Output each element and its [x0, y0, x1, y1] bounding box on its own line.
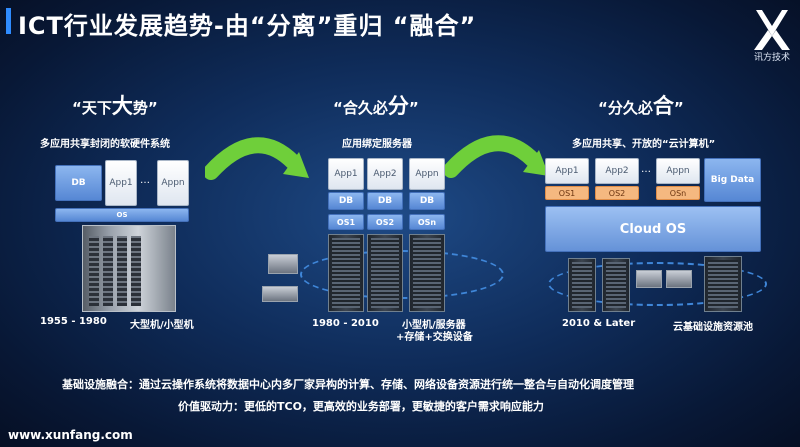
- storage-rack-image: [704, 256, 742, 312]
- ellipsis: …: [140, 175, 150, 186]
- column3-caption: 云基础设施资源池: [673, 322, 753, 333]
- os-box: OS2: [367, 214, 403, 230]
- os-box: OS2: [595, 186, 639, 200]
- db-box: DB: [55, 165, 102, 201]
- os-box: OSn: [656, 186, 700, 200]
- server-rack-image: [328, 234, 364, 312]
- server-rack-image: [568, 258, 596, 312]
- app-box: App1: [328, 158, 364, 190]
- mainframe-image: [82, 225, 176, 312]
- app-box: App2: [367, 158, 403, 190]
- column1-subtitle: 多应用共享封闭的软硬件系统: [40, 139, 170, 150]
- column3-year: 2010 & Later: [562, 318, 636, 329]
- cloud-os-box: Cloud OS: [545, 206, 761, 252]
- os-box: OS1: [545, 186, 589, 200]
- db-box: DB: [367, 192, 403, 210]
- column2-heading: “合久必分”: [333, 94, 419, 118]
- app-box: App2: [595, 158, 639, 184]
- column3-heading: “分久必合”: [598, 94, 684, 118]
- summary-line-1: 基础设施融合：通过云操作系统将数据中心内多厂家异构的计算、存储、网络设备资源进行…: [62, 378, 634, 391]
- app-box: App1: [545, 158, 589, 184]
- column2-caption-line2: +存储+交换设备: [396, 332, 473, 343]
- os-bar: OS: [55, 208, 189, 222]
- os-box: OS1: [328, 214, 364, 230]
- app-box: Appn: [656, 158, 700, 184]
- column1-year: 1955 - 1980: [40, 316, 107, 327]
- server-rack-image: [602, 258, 630, 312]
- column1-caption: 大型机/小型机: [130, 320, 194, 331]
- column2-subtitle: 应用绑定服务器: [342, 139, 412, 150]
- website-url: www.xunfang.com: [8, 428, 133, 442]
- server-device-image: [666, 270, 692, 288]
- server-device-image: [636, 270, 662, 288]
- ellipsis: …: [641, 164, 651, 175]
- column1-heading: “天下大势”: [72, 94, 158, 118]
- server-rack-image: [367, 234, 403, 312]
- column3-subtitle: 多应用共享、开放的“云计算机”: [572, 139, 716, 150]
- title-accent-bar: [6, 8, 11, 34]
- app1-box: App1: [105, 160, 137, 206]
- db-box: DB: [328, 192, 364, 210]
- bigdata-box: Big Data: [704, 158, 761, 202]
- switch-device-image: [262, 286, 298, 302]
- logo-text: 讯方技术: [753, 53, 790, 63]
- column2-caption-line1: 小型机/服务器: [402, 320, 466, 331]
- server-rack-image: [409, 234, 445, 312]
- arrow-icon: [445, 135, 549, 178]
- os-box: OSn: [409, 214, 445, 230]
- app-box: Appn: [409, 158, 445, 190]
- resource-pool-ellipse: [548, 262, 767, 306]
- server-device-image: [268, 254, 298, 274]
- x-logo-icon: [754, 10, 790, 50]
- summary-line-2: 价值驱动力：更低的TCO，更高效的业务部署，更敏捷的客户需求响应能力: [178, 400, 544, 413]
- slide-title: ICT行业发展趋势-由“分离”重归 “融合”: [18, 12, 477, 40]
- db-box: DB: [409, 192, 445, 210]
- appn-box: Appn: [157, 160, 189, 206]
- arrow-icon: [205, 137, 309, 180]
- column2-year: 1980 - 2010: [312, 318, 379, 329]
